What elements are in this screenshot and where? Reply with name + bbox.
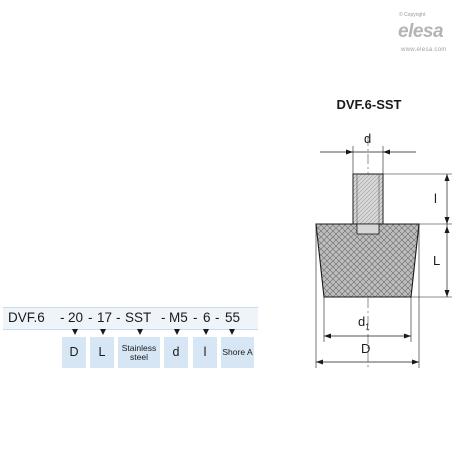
code-base: DVF.6 [8, 310, 45, 325]
dim-d-label: d [364, 131, 372, 146]
threaded-stud [352, 173, 384, 227]
desc-l: l [193, 337, 217, 368]
arrow-down-icon [100, 329, 106, 335]
elesa-logo: elesa [398, 21, 444, 42]
logo-url: www.elesa.com [401, 47, 447, 53]
dim-d1-label: d1 [358, 314, 370, 332]
code-separator: - [215, 310, 220, 325]
code-d: M5 [169, 310, 188, 325]
desc-L: L [90, 337, 114, 368]
product-title: DVF.6-SST [336, 97, 402, 112]
rubber-body [315, 223, 420, 298]
code-l: 6 [203, 310, 211, 325]
code-material: SST [125, 310, 152, 325]
code-shore: 55 [225, 310, 241, 325]
arrow-down-icon [174, 329, 180, 335]
code-separator: - [60, 310, 65, 325]
code-separator: - [116, 310, 121, 325]
code-separator: - [161, 310, 166, 325]
dim-l-label: l [434, 191, 437, 206]
arrow-down-icon [229, 329, 235, 335]
desc-D: D [62, 337, 86, 368]
desc-d: d [164, 337, 188, 368]
arrow-down-icon [137, 329, 143, 335]
arrow-down-icon [203, 329, 209, 335]
dim-D-label: D [361, 341, 371, 356]
copyright-text: © Copyright [399, 12, 426, 18]
desc-material: Stainless steel [118, 337, 160, 368]
code-separator: - [193, 310, 198, 325]
dim-L-label: L [433, 253, 441, 268]
desc-shore: Shore A [221, 337, 254, 368]
code-L: 17 [97, 310, 113, 325]
ordering-code: DVF.6 - 20 - 17 - SST - M5 - 6 - 55 [3, 307, 258, 330]
code-D: 20 [68, 310, 84, 325]
arrow-down-icon [72, 329, 78, 335]
code-separator: - [88, 310, 93, 325]
